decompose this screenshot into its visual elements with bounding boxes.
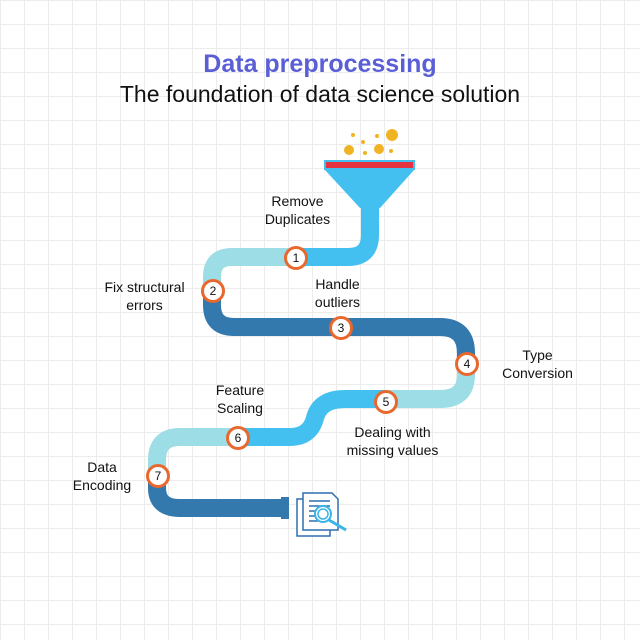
step-label-line: missing values xyxy=(346,442,439,458)
step-marker-7: 7 xyxy=(146,464,170,488)
step-marker-2: 2 xyxy=(201,279,225,303)
step-label-line: Conversion xyxy=(502,365,573,381)
step-label-line: errors xyxy=(126,297,163,313)
document-search-icon xyxy=(296,492,347,537)
step-marker-5: 5 xyxy=(374,390,398,414)
page-title: Data preprocessing xyxy=(203,50,437,78)
step-marker-1: 1 xyxy=(284,246,308,270)
step-label-line: Remove xyxy=(271,193,324,209)
pipe-segment-4 xyxy=(385,363,475,408)
step-label-3: Handle outliers xyxy=(295,275,380,311)
step-label-line: Handle xyxy=(315,276,360,292)
pipe-segment-7 xyxy=(148,475,285,517)
step-label-line: Encoding xyxy=(72,477,132,493)
step-label-line: Type xyxy=(522,347,553,363)
page-subtitle: The foundation of data science solution xyxy=(119,81,521,107)
step-label-line: Dealing with xyxy=(354,424,431,440)
step-marker-4: 4 xyxy=(455,352,479,376)
step-marker-6: 6 xyxy=(226,426,250,450)
pipe-end-cap xyxy=(281,497,289,519)
pipe-segment-1 xyxy=(295,205,379,266)
pipe-segment-5 xyxy=(237,390,385,446)
step-label-line: Data xyxy=(87,459,117,475)
step-label-line: Feature xyxy=(215,382,265,398)
step-label-2: Fix structural errors xyxy=(92,278,197,314)
step-label-line: Scaling xyxy=(217,400,263,416)
step-label-5: Dealing with missing values xyxy=(335,423,450,459)
pipe-segment-6 xyxy=(148,428,237,475)
step-label-line: Fix structural xyxy=(104,279,185,295)
step-label-line: outliers xyxy=(314,294,361,310)
step-marker-3: 3 xyxy=(329,316,353,340)
step-label-line: Duplicates xyxy=(264,211,331,227)
pipe-segment-2 xyxy=(203,248,295,290)
funnel-icon xyxy=(324,129,415,208)
